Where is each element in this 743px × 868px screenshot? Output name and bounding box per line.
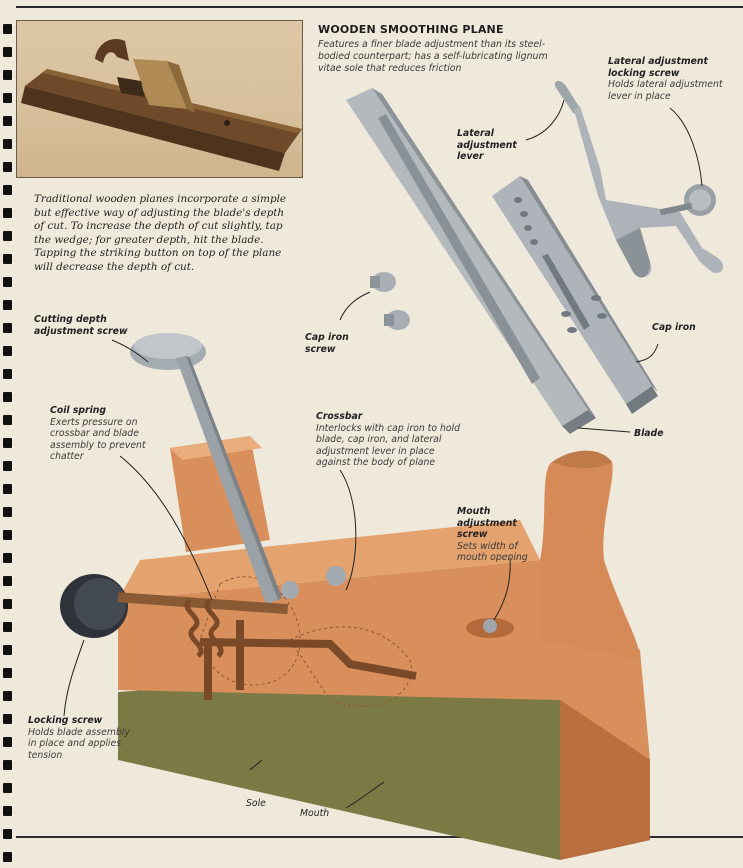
binding-hole	[3, 369, 12, 379]
binding-hole	[3, 553, 12, 563]
label-locking-screw-desc: Holds blade assembly in place and applie…	[28, 726, 130, 761]
label-cutting-depth-screw: Cutting depth adjustment screw	[34, 314, 144, 337]
cap-iron-illustration	[492, 176, 658, 414]
binding-hole	[3, 507, 12, 517]
binding-hole	[3, 438, 12, 448]
label-lateral-locking-screw-title: Lateral adjustment locking screw	[608, 56, 708, 79]
binding-hole	[3, 93, 12, 103]
binding-hole	[3, 691, 12, 701]
binding-hole	[3, 714, 12, 724]
label-coil-spring-title: Coil spring	[50, 405, 107, 416]
top-rule	[16, 6, 743, 8]
binding-hole	[3, 622, 12, 632]
binding-hole	[3, 24, 12, 34]
binding-hole	[3, 139, 12, 149]
label-coil-spring-desc: Exerts pressure on crossbar and blade as…	[50, 416, 146, 463]
label-blade: Blade	[634, 428, 684, 440]
binding-hole	[3, 484, 12, 494]
label-cutting-depth-screw-title: Cutting depth adjustment screw	[34, 314, 128, 337]
cutting-depth-screw-illustration	[130, 333, 282, 604]
label-coil-spring: Coil spring Exerts pressure on crossbar …	[50, 405, 162, 463]
label-mouth-adjustment-screw-title: Mouth adjustment screw	[457, 506, 517, 540]
label-sole: Sole	[246, 798, 286, 810]
binding-hole	[3, 254, 12, 264]
binding-hole	[3, 208, 12, 218]
label-cap-iron-screw-title: Cap iron screw	[305, 332, 349, 355]
bottom-rule	[16, 836, 743, 838]
label-locking-screw-title: Locking screw	[28, 715, 103, 726]
plane-description: Features a finer blade adjustment than i…	[318, 39, 548, 74]
label-cap-iron: Cap iron	[652, 322, 722, 334]
label-mouth-adjustment-screw: Mouth adjustment screw Sets width of mou…	[457, 506, 547, 564]
binding-hole	[3, 185, 12, 195]
binding-hole	[3, 645, 12, 655]
label-blade-title: Blade	[634, 428, 664, 439]
binding-hole	[3, 300, 12, 310]
label-mouth-title: Mouth	[300, 808, 330, 819]
binding-hole	[3, 47, 12, 57]
binding-hole	[3, 346, 12, 356]
wooden-plane-photo	[16, 20, 303, 178]
label-cap-iron-screw: Cap iron screw	[305, 332, 357, 355]
binding-hole	[3, 461, 12, 471]
label-cap-iron-title: Cap iron	[652, 322, 696, 333]
binding-hole	[3, 783, 12, 793]
label-crossbar: Crossbar Interlocks with cap iron to hol…	[316, 411, 466, 469]
label-sole-title: Sole	[246, 798, 266, 809]
page-title: WOODEN SMOOTHING PLANE	[318, 23, 504, 36]
binding-hole	[3, 852, 12, 862]
label-lateral-locking-screw-desc: Holds lateral adjustment lever in place	[608, 79, 723, 102]
binding-hole	[3, 162, 12, 172]
binding-hole	[3, 806, 12, 816]
label-locking-screw: Locking screw Holds blade assembly in pl…	[28, 715, 136, 761]
binding-hole	[3, 760, 12, 770]
lateral-lever-illustration	[554, 80, 724, 278]
label-crossbar-desc: Interlocks with cap iron to hold blade, …	[316, 422, 461, 469]
binding-hole	[3, 668, 12, 678]
binding-hole	[3, 576, 12, 586]
spiral-binding	[0, 0, 16, 868]
wooden-plane-photo-illustration	[21, 39, 302, 171]
binding-hole	[3, 116, 12, 126]
binding-hole	[3, 829, 12, 839]
locking-screw-and-crossbar-illustration	[60, 574, 417, 700]
binding-hole	[3, 530, 12, 540]
label-lateral-lever: Lateral adjustment lever	[457, 128, 537, 163]
label-mouth-adjustment-screw-desc: Sets width of mouth opening	[457, 540, 528, 564]
label-lateral-locking-screw: Lateral adjustment locking screw Holds l…	[608, 56, 738, 102]
binding-hole	[3, 415, 12, 425]
label-crossbar-title: Crossbar	[316, 411, 363, 422]
binding-hole	[3, 323, 12, 333]
binding-hole	[3, 231, 12, 241]
cap-iron-screws-illustration	[370, 272, 410, 330]
binding-hole	[3, 599, 12, 609]
intro-paragraph: Traditional wooden planes incorporate a …	[34, 193, 287, 273]
binding-hole	[3, 737, 12, 747]
binding-hole	[3, 70, 12, 80]
label-mouth: Mouth	[300, 808, 344, 820]
binding-hole	[3, 392, 12, 402]
blade-illustration	[346, 88, 596, 434]
label-lateral-lever-title: Lateral adjustment lever	[457, 128, 517, 162]
binding-hole	[3, 277, 12, 287]
